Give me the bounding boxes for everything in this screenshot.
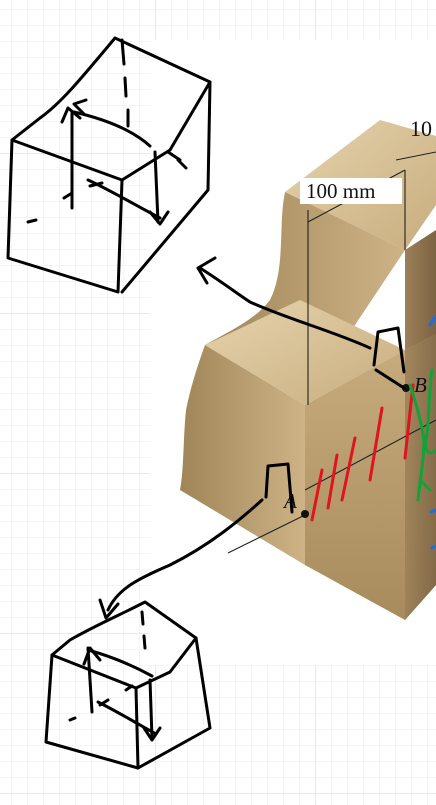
axis-extension-line bbox=[227, 514, 306, 554]
blue-mark-mid bbox=[429, 508, 436, 514]
point-a bbox=[301, 510, 309, 518]
cube-b-hidden-base bbox=[26, 181, 104, 224]
green-tick bbox=[418, 478, 432, 492]
element-b-callout bbox=[196, 256, 406, 390]
red-stroke-1 bbox=[310, 468, 324, 522]
cube-a-shear-left bbox=[86, 646, 94, 714]
cube-a-shear-right-head bbox=[142, 726, 162, 742]
bracket-b bbox=[372, 326, 406, 374]
cube-b-front bbox=[6, 138, 124, 294]
cube-a-top bbox=[50, 600, 198, 690]
green-curve bbox=[408, 383, 426, 502]
blue-mark-top bbox=[428, 313, 436, 327]
dimension-label-100mm: 100 mm bbox=[306, 179, 375, 203]
leader-line-b bbox=[198, 266, 372, 350]
section-line bbox=[304, 419, 436, 491]
dimension-label-bg bbox=[300, 178, 402, 204]
cube-b-hidden-vertical bbox=[120, 38, 130, 128]
red-shear-strokes bbox=[310, 383, 415, 522]
dimension-line-top bbox=[395, 151, 436, 161]
cube-a-side bbox=[136, 636, 212, 770]
point-a-label: A bbox=[282, 489, 297, 513]
cube-b-shear-right-head bbox=[148, 210, 170, 226]
red-stroke-2 bbox=[326, 453, 339, 510]
leader-line-a bbox=[106, 498, 264, 612]
point-b-label: B bbox=[414, 373, 427, 397]
bracket-a bbox=[264, 462, 294, 514]
cube-b-shear-left-head bbox=[60, 106, 82, 124]
green-arc bbox=[424, 368, 436, 455]
cube-a-shear-left-head bbox=[82, 646, 102, 666]
arrowhead-b bbox=[196, 256, 217, 285]
cube-a-shear-right bbox=[148, 678, 154, 740]
element-a-callout bbox=[98, 462, 294, 620]
stress-element-a-sketch bbox=[44, 600, 212, 770]
cube-b-top bbox=[10, 36, 212, 182]
ledge-top-face bbox=[205, 300, 405, 405]
cube-b-side bbox=[120, 80, 212, 294]
cube-b-hidden-edge bbox=[166, 150, 188, 170]
tick-b bbox=[374, 368, 406, 390]
block-figure: 100 mm 10 A B bbox=[180, 116, 436, 620]
stress-element-b-sketch bbox=[6, 36, 212, 294]
red-stroke-4 bbox=[368, 406, 384, 482]
arrowhead-a bbox=[98, 598, 120, 620]
cube-a-shear-bottom bbox=[96, 700, 158, 736]
cube-a-hidden-vertical bbox=[140, 610, 147, 650]
blue-mark-low bbox=[430, 544, 436, 550]
cube-a-tick bbox=[124, 684, 134, 692]
cube-b-shear-top bbox=[72, 110, 152, 148]
red-stroke-3 bbox=[340, 436, 357, 502]
blue-strokes bbox=[428, 313, 436, 550]
point-b bbox=[402, 384, 410, 392]
green-strokes bbox=[408, 368, 436, 502]
lower-curved-face bbox=[180, 345, 305, 565]
dimension-label-cut: 10 bbox=[410, 116, 432, 141]
red-stroke-5 bbox=[403, 383, 415, 460]
cube-b-shear-right bbox=[153, 150, 160, 224]
cube-b-shear-top-head bbox=[72, 98, 88, 116]
